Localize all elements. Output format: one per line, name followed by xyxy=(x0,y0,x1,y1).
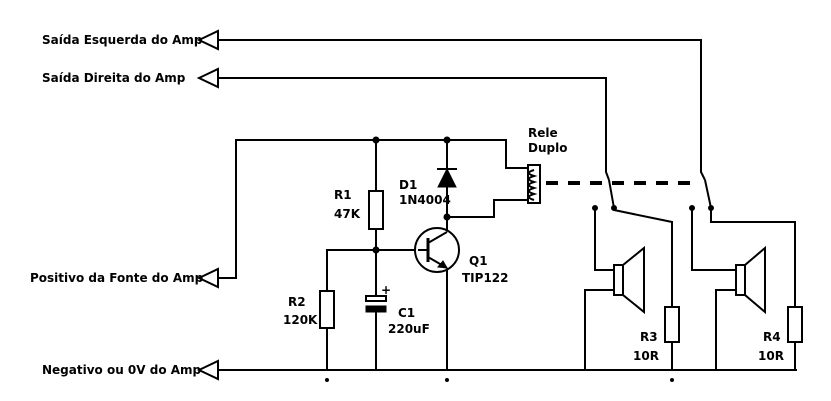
switch-right-blade xyxy=(704,179,712,209)
resistor-r4: R4 10R xyxy=(758,306,803,363)
capacitor-c1-plate-negative xyxy=(365,305,387,313)
resistor-r1-body xyxy=(368,190,384,230)
wires xyxy=(218,39,797,371)
junction-dot xyxy=(443,213,451,221)
r1-value: 47K xyxy=(334,207,361,221)
switch-contact xyxy=(689,205,695,211)
terminal-positive-label: Positivo da Fonte do Amp xyxy=(30,271,204,285)
resistor-r2-body xyxy=(319,290,335,329)
transistor-q1: Q1 TIP122 xyxy=(414,227,509,285)
resistor-r1: R1 47K xyxy=(334,188,384,230)
terminal-positive: Positivo da Fonte do Amp xyxy=(30,267,219,289)
speaker-right-magnet xyxy=(735,264,746,296)
junction-dot xyxy=(372,136,380,144)
speaker-left-magnet xyxy=(613,264,624,296)
transistor-q1-body xyxy=(414,227,460,273)
terminal-negative-label: Negativo ou 0V do Amp xyxy=(42,363,202,377)
terminal-right-output: Saída Direita do Amp xyxy=(42,67,219,89)
speaker-left xyxy=(613,245,645,315)
c1-name: C1 xyxy=(398,306,415,320)
junction-dot xyxy=(372,246,380,254)
r3-value: 10R xyxy=(633,349,659,363)
speaker-right-cone xyxy=(744,245,766,315)
junction-dot xyxy=(670,378,674,382)
terminal-right-output-arrow xyxy=(196,67,219,89)
wire-speaker-left-minus xyxy=(584,289,614,370)
q1-value: TIP122 xyxy=(462,271,509,285)
r4-name: R4 xyxy=(763,330,781,344)
switch-contact xyxy=(708,205,714,211)
relay-label-line1: Rele xyxy=(528,126,558,140)
switch-contact xyxy=(592,205,598,211)
resistor-r3: R3 10R xyxy=(633,306,680,363)
speaker-left-cone xyxy=(622,245,645,315)
wire-r3-top xyxy=(613,209,673,307)
junction-dot xyxy=(443,136,451,144)
capacitor-c1: + C1 220uF xyxy=(365,283,430,336)
wire-right-output xyxy=(218,77,610,181)
wire-speaker-left-plus xyxy=(594,210,614,271)
diode-d1: D1 1N4004 xyxy=(399,167,457,207)
terminal-negative: Negativo ou 0V do Amp xyxy=(42,359,219,381)
wire-base-node xyxy=(326,249,418,291)
junction-dot xyxy=(445,378,449,382)
junction-dot xyxy=(325,378,329,382)
speaker-right xyxy=(735,245,766,315)
relay-coil-winding xyxy=(528,169,538,201)
relay-label-line2: Duplo xyxy=(528,141,567,155)
terminal-right-output-label: Saída Direita do Amp xyxy=(42,71,186,85)
wire-relay-coil xyxy=(447,199,528,218)
wire-speaker-right-minus xyxy=(715,289,736,370)
wire-positive xyxy=(218,139,528,279)
terminal-negative-arrow xyxy=(196,359,219,381)
d1-name: D1 xyxy=(399,178,417,192)
resistor-r2: R2 120K xyxy=(283,290,335,329)
transistor-collector xyxy=(427,231,448,244)
r4-value: 10R xyxy=(758,349,784,363)
q1-name: Q1 xyxy=(469,254,488,268)
capacitor-c1-plate-positive xyxy=(365,295,387,302)
wire-r4-top xyxy=(710,210,796,307)
diode-d1-triangle xyxy=(437,167,457,188)
d1-value: 1N4004 xyxy=(399,193,451,207)
r2-name: R2 xyxy=(288,295,306,309)
resistor-r3-body xyxy=(664,306,680,343)
terminal-left-output-label: Saída Esquerda do Amp xyxy=(42,33,203,47)
terminal-left-output: Saída Esquerda do Amp xyxy=(42,29,219,51)
r1-name: R1 xyxy=(334,188,352,202)
transistor-emitter-arrow xyxy=(437,260,448,269)
r3-name: R3 xyxy=(640,330,658,344)
wire-left-output xyxy=(218,39,706,181)
c1-polarity: + xyxy=(381,283,391,297)
wire-speaker-right-plus xyxy=(691,210,736,271)
resistor-r4-body xyxy=(787,306,803,343)
relay: Rele Duplo xyxy=(527,126,567,204)
switch-contact xyxy=(611,205,617,211)
junction-dots xyxy=(325,136,714,382)
r2-value: 120K xyxy=(283,313,318,327)
switch-left-blade xyxy=(608,179,615,209)
c1-value: 220uF xyxy=(388,322,430,336)
